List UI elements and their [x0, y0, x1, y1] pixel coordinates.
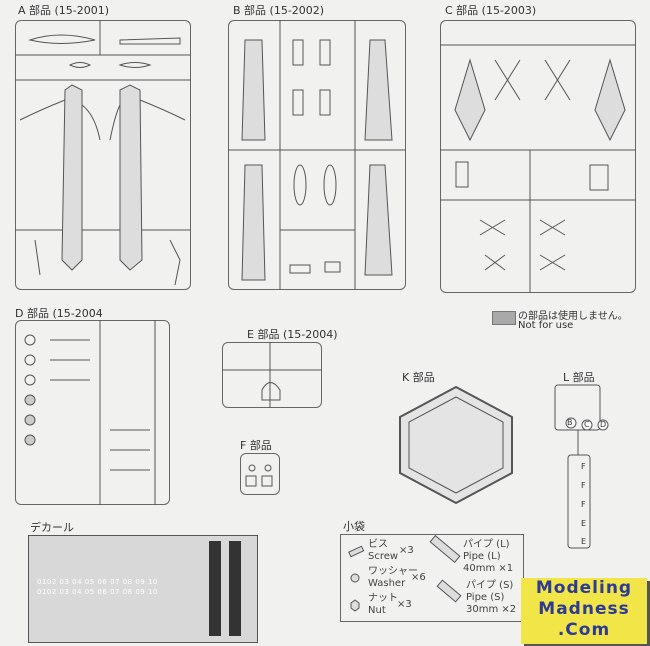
decal-label: デカール [30, 521, 74, 534]
screw-en: Screw [368, 551, 399, 562]
l-part-d: D [600, 420, 607, 429]
nut-icon [350, 599, 360, 612]
sprue-e-frame [222, 342, 322, 408]
sprue-c-label: C 部品 (15-2003) [445, 4, 537, 17]
pipe-s-jp: パイプ (S) [466, 580, 514, 591]
screw-icon [348, 545, 365, 558]
pipe-s-en: Pipe (S) [466, 592, 505, 603]
not-for-use-swatch [492, 311, 516, 325]
decal-stripe [229, 541, 241, 636]
decal-stripe [209, 541, 221, 636]
l-part-b: B [567, 418, 573, 427]
sprue-b-label: B 部品 (15-2002) [233, 4, 325, 17]
pipe-l-en: Pipe (L) [463, 551, 501, 562]
l-part-e1: E [581, 519, 587, 528]
nut-en: Nut [368, 605, 386, 616]
sprue-a-label: A 部品 (15-2001) [18, 4, 110, 17]
l-part-e2: E [581, 537, 587, 546]
washer-en: Washer [368, 578, 406, 589]
washer-jp: ワッシャー [368, 566, 418, 577]
nut-qty: ×3 [397, 599, 412, 610]
sprue-d-label: D 部品 (15-2004 [15, 307, 103, 320]
sprue-a-frame [15, 20, 191, 290]
legend-en: Not for use [518, 320, 574, 331]
nut-jp: ナット [368, 593, 398, 604]
logo-line-2: Madness [538, 599, 630, 619]
hardware-icons [348, 535, 462, 612]
l-part-f3: F [581, 500, 586, 509]
decal-row: 0102 03 04 05 06 07 08 09 10 [37, 578, 158, 586]
sprue-c-frame [440, 20, 636, 293]
screw-qty: ×3 [399, 545, 414, 556]
sprue-b-frame [228, 20, 406, 290]
decal-sheet: 0102 03 04 05 06 07 08 09 10 0102 03 04 … [28, 535, 258, 643]
pipe-l-qty: 40mm ×1 [463, 563, 514, 574]
l-part-c: C [584, 420, 590, 429]
sprue-l-label: L 部品 [563, 371, 595, 384]
sprue-e-label: E 部品 (15-2004) [247, 328, 338, 341]
small-bag-title: 小袋 [343, 520, 365, 533]
logo-line-3: .Com [557, 620, 611, 640]
sprue-f-label: F 部品 [240, 439, 272, 452]
sprue-f-frame [240, 453, 280, 495]
washer-qty: ×6 [411, 572, 426, 583]
pipe-s-icon [436, 579, 462, 603]
l-part-f1: F [581, 462, 586, 471]
sprue-k-label: K 部品 [402, 371, 435, 384]
pipe-l-jp: パイプ (L) [463, 539, 510, 550]
pipe-l-icon [429, 535, 461, 564]
small-bag-box: ビス Screw ×3 ワッシャー Washer ×6 ナット Nut ×3 パ… [340, 534, 524, 622]
sprue-d-frame [15, 320, 170, 505]
washer-icon [350, 573, 360, 583]
l-part-f2: F [581, 481, 586, 490]
legend-jp: の部品は使用しません。 [518, 311, 628, 322]
modeling-madness-logo: Modeling Madness .Com [521, 578, 647, 644]
screw-jp: ビス [368, 539, 388, 550]
decal-row: 0102 03 04 05 06 07 08 09 10 [37, 588, 158, 596]
logo-line-1: Modeling [535, 578, 633, 598]
pipe-s-qty: 30mm ×2 [466, 604, 517, 615]
